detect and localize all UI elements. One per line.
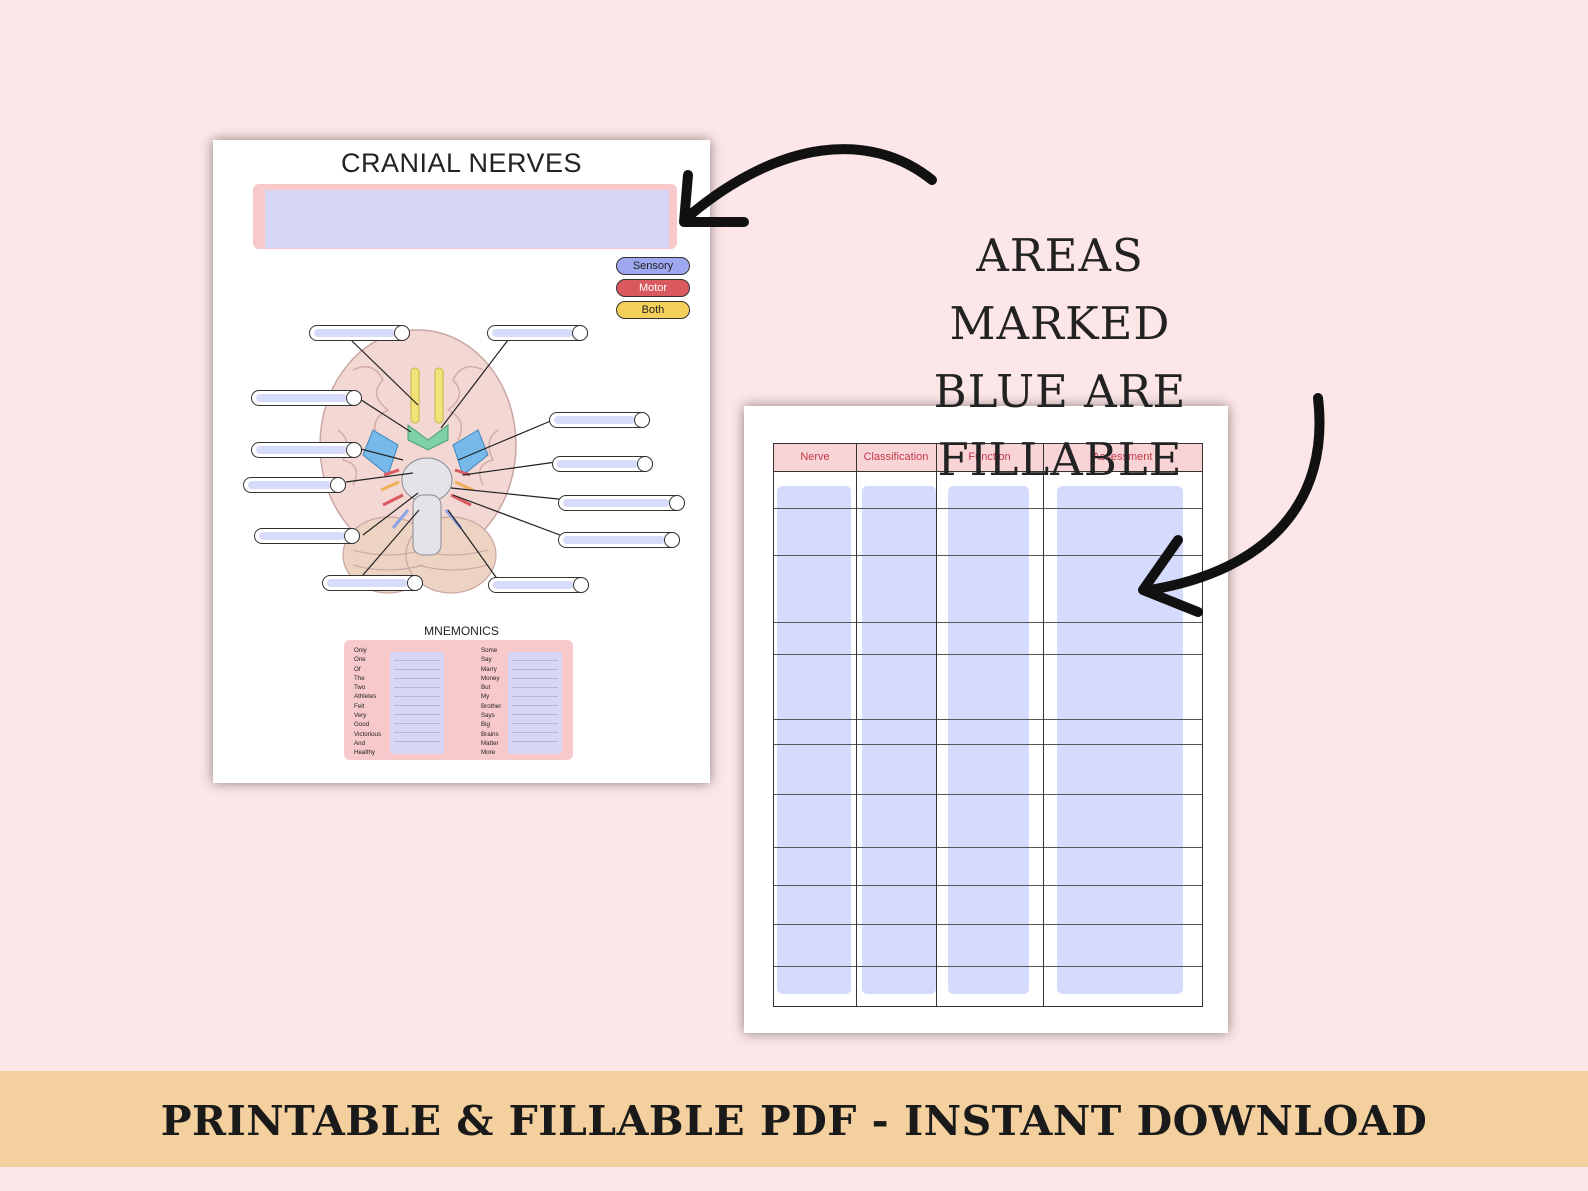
fillable-heading: AREAS MARKED BLUE ARE FILLABLE [880,222,1240,494]
mnemonics-box: Only One Of The Two Athletes Felt Very G… [344,640,573,760]
mnemonic-word: Money [481,674,500,682]
mnemonic-right-fill[interactable] [508,652,562,754]
mnemonic-word: Matter [481,739,499,747]
function-column-field[interactable] [948,486,1029,994]
title-fill-area [253,184,677,249]
mnemonic-word: Two [354,684,366,692]
assessment-table: Nerve Classification Function Assessment [773,443,1203,1007]
mnemonic-word: But [481,684,491,692]
mnemonic-left-fill[interactable] [390,652,444,754]
nerve-label-field[interactable] [251,441,362,458]
mnemonic-word: The [354,674,365,682]
mnemonic-word: Healthy [354,749,375,757]
nerve-label-field[interactable] [549,411,650,428]
mnemonic-word: Some [481,647,498,654]
nerve-label-field[interactable] [552,455,653,472]
nerve-label-field[interactable] [322,574,423,591]
legend-sensory: Sensory [616,257,690,275]
nerve-label-field[interactable] [558,494,685,511]
mnemonic-word: Only [354,647,367,654]
cranial-nerves-worksheet-page: CRANIAL NERVES Sensory Motor Both [213,140,710,783]
mnemonic-word: Of [354,665,361,673]
title-fillable-field[interactable] [265,190,669,248]
mnemonic-word: More [481,749,496,757]
legend-both: Both [616,301,690,319]
mnemonic-word: Says [481,712,495,720]
heading-line-1: AREAS MARKED [949,229,1171,350]
bottom-banner: PRINTABLE & FILLABLE PDF - INSTANT DOWNL… [0,1071,1588,1167]
table-header-classification: Classification [856,444,936,472]
table-header-function: Function [936,444,1043,472]
nerve-column-field[interactable] [777,486,851,994]
legend-motor: Motor [616,279,690,297]
nerve-label-field[interactable] [558,531,680,548]
mnemonics-title: MNEMONICS [424,624,499,638]
nerve-label-field[interactable] [251,389,362,406]
nerve-label-field[interactable] [488,576,589,593]
banner-text: PRINTABLE & FILLABLE PDF - INSTANT DOWNL… [160,1097,1428,1145]
nerve-label-field[interactable] [254,527,360,544]
mnemonic-word: Victorious [354,730,382,738]
mnemonic-word: Athletes [354,693,377,701]
heading-line-2: BLUE ARE FILLABLE [933,365,1187,486]
mnemonic-left-column: Only One Of The Two Athletes Felt Very G… [354,646,381,758]
mnemonic-word: Brains [481,730,499,738]
arrow-to-worksheet-icon [685,144,937,220]
mnemonic-right-column: Some Say Marry Money But My Brother Says… [481,646,501,758]
nerve-label-field[interactable] [309,324,410,341]
assessment-table-page: Nerve Classification Function Assessment [744,406,1228,1033]
mnemonic-word: Felt [354,702,365,710]
mnemonic-word: Say [481,656,492,664]
mnemonic-word: Big [481,721,490,729]
worksheet-title: CRANIAL NERVES [340,148,583,178]
classification-column-field[interactable] [862,486,936,994]
brain-diagram [319,329,569,594]
nerve-label-field[interactable] [243,476,346,493]
mnemonic-word: My [481,693,490,701]
mnemonic-word: One [354,656,366,664]
mnemonic-word: Good [354,721,370,729]
mnemonic-word: Marry [481,665,497,673]
mnemonic-word: Brother [481,702,502,710]
assessment-column-field[interactable] [1057,486,1183,994]
mnemonic-word: And [354,739,366,747]
nerve-label-field[interactable] [487,324,588,341]
mnemonic-word: Very [354,712,367,720]
table-header-nerve: Nerve [774,444,856,472]
